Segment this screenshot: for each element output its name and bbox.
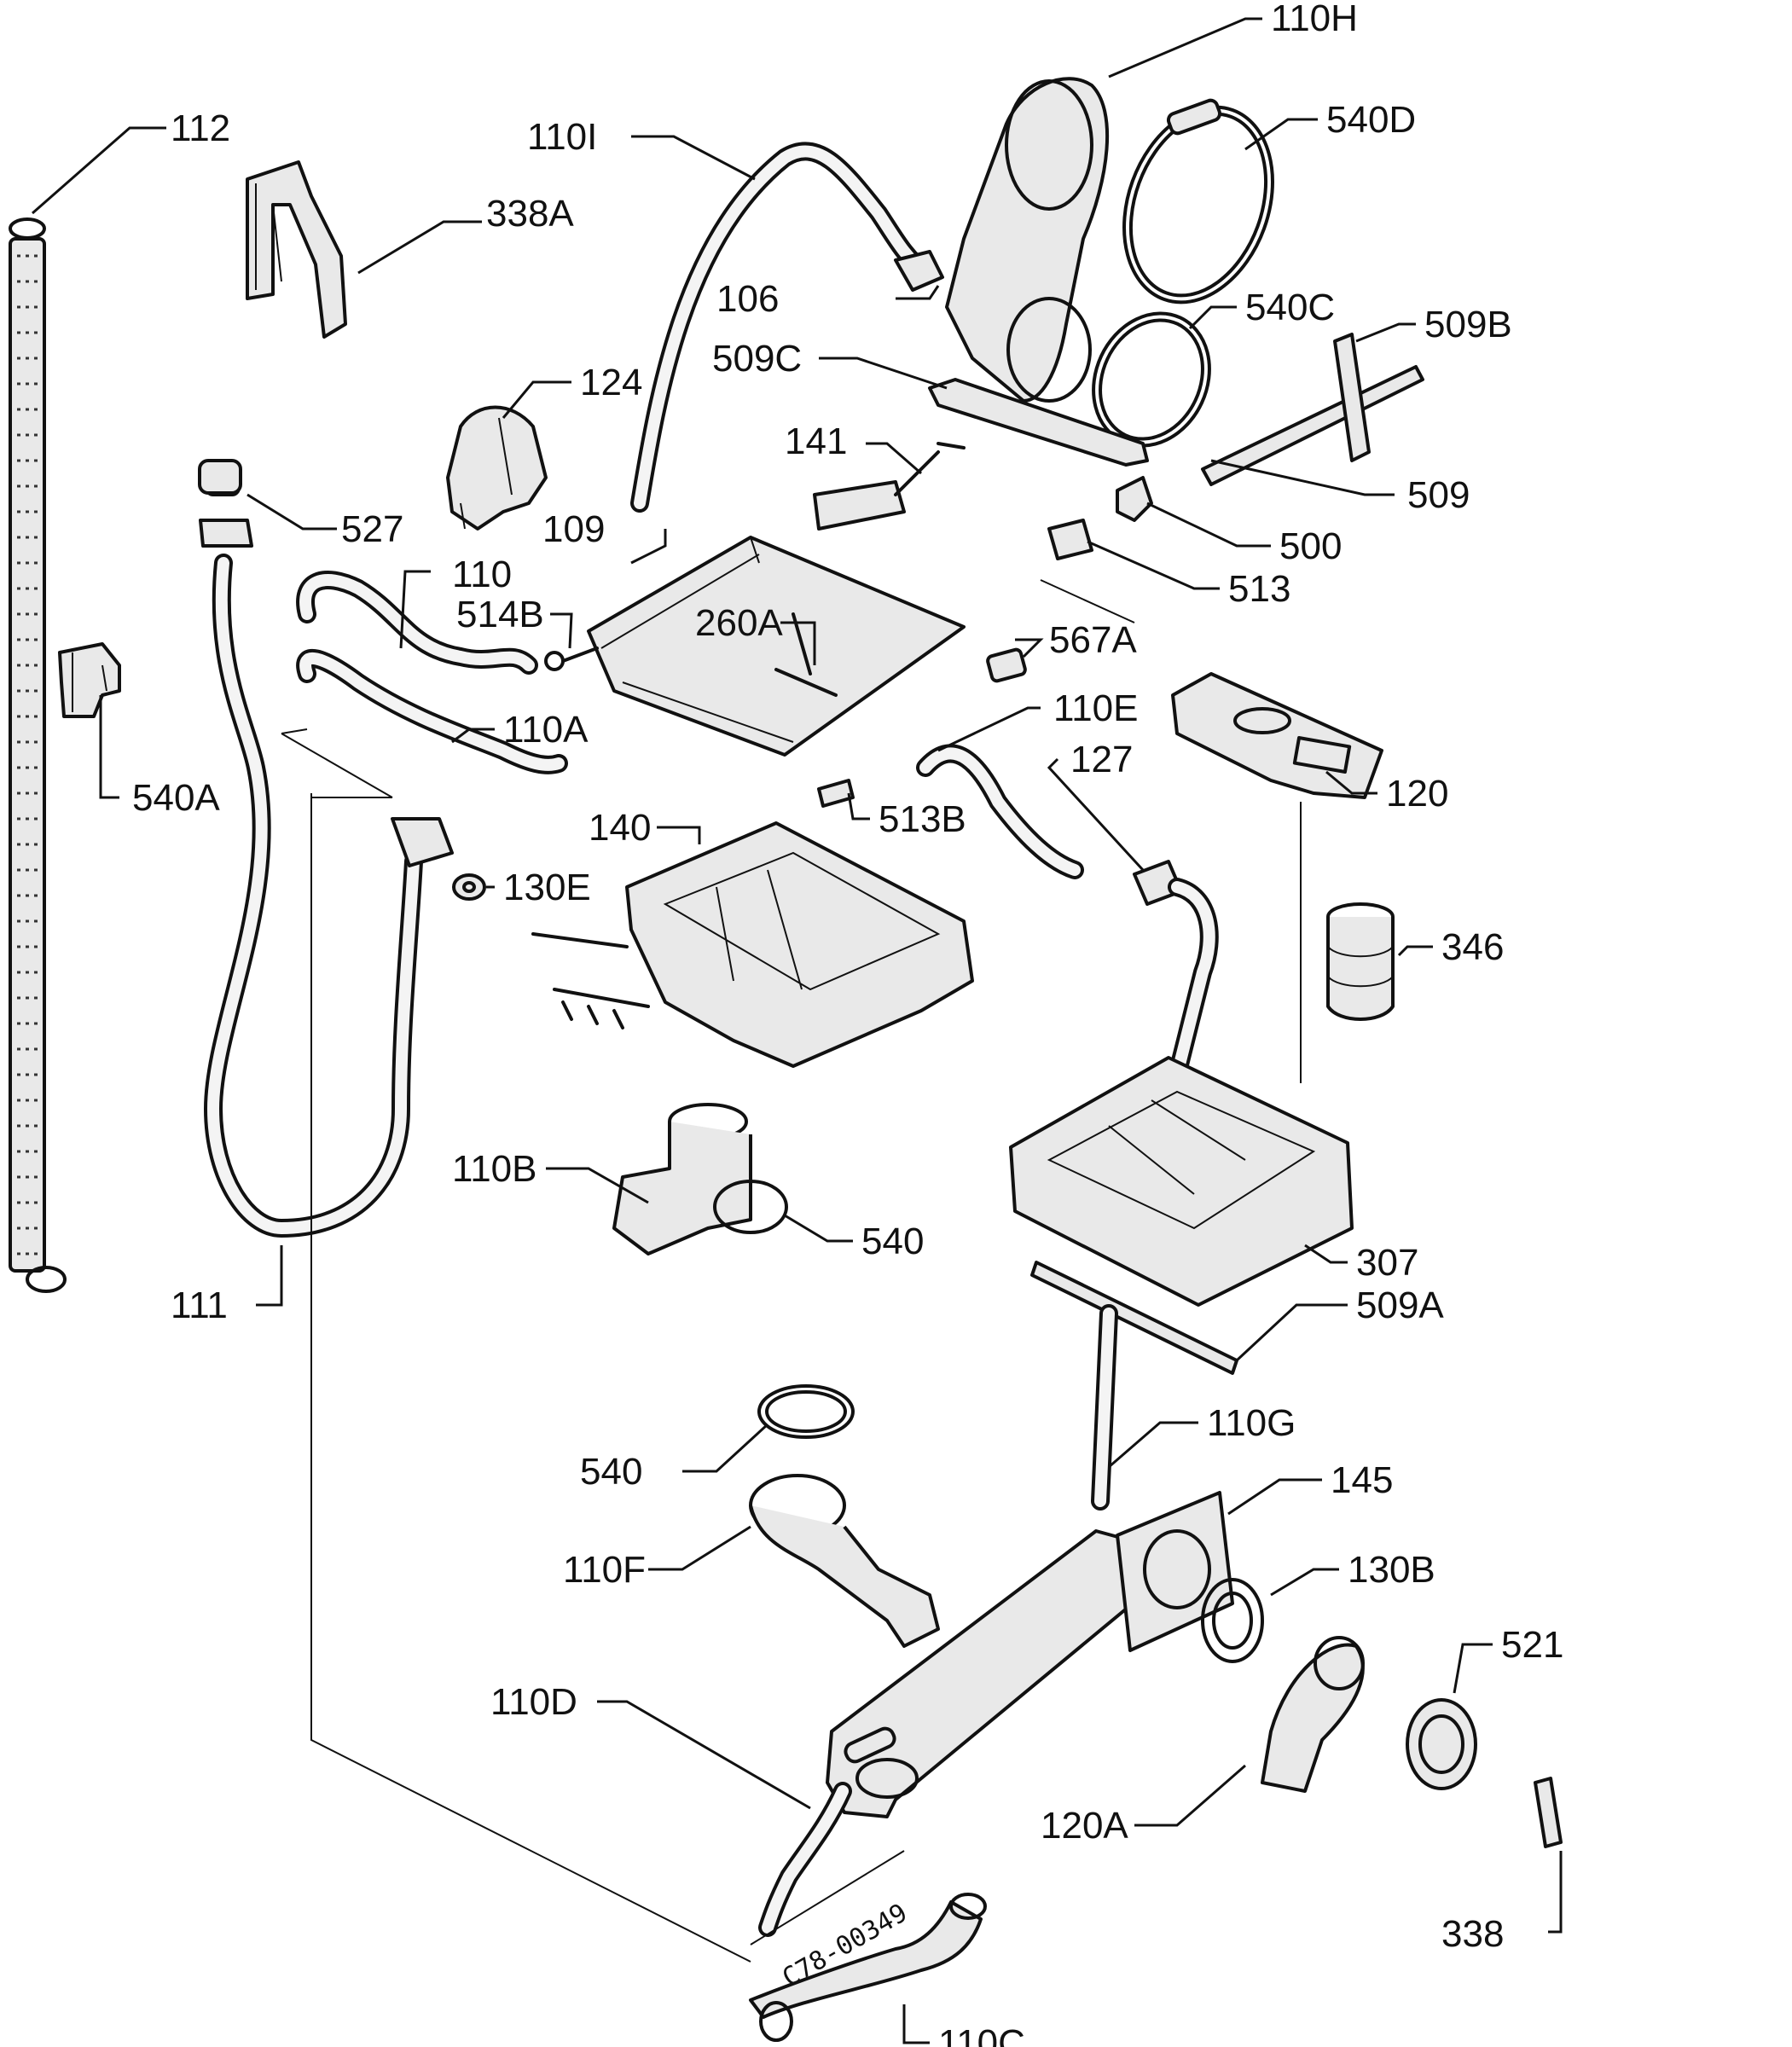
label-500: 500 bbox=[1279, 525, 1342, 567]
label-106: 106 bbox=[716, 278, 779, 320]
label-120a: 120A bbox=[1041, 1805, 1128, 1847]
part-inlet-hose-111 bbox=[199, 469, 454, 1238]
part-washer-130e bbox=[452, 873, 486, 901]
label-338: 338 bbox=[1441, 1913, 1504, 1955]
part-rod-509a bbox=[1030, 1261, 1238, 1375]
label-124: 124 bbox=[580, 362, 642, 403]
part-nut-527 bbox=[198, 459, 242, 495]
part-small-513b bbox=[817, 779, 855, 808]
label-130e: 130E bbox=[503, 867, 591, 908]
part-drain-hose-110c bbox=[749, 1893, 987, 2042]
part-clip-540a bbox=[58, 642, 121, 718]
label-509: 509 bbox=[1407, 474, 1470, 516]
label-110a: 110A bbox=[503, 709, 589, 751]
part-small-500-513 bbox=[1047, 476, 1153, 560]
part-rod-509 bbox=[1201, 333, 1424, 486]
label-110f: 110F bbox=[563, 1549, 646, 1591]
part-housing-110h bbox=[945, 77, 1110, 403]
part-sleeve-346 bbox=[1326, 902, 1395, 1021]
label-110i: 110I bbox=[527, 116, 597, 158]
label-140: 140 bbox=[589, 807, 651, 849]
label-338a: 338A bbox=[486, 193, 574, 235]
label-540-pump: 540 bbox=[861, 1221, 924, 1262]
part-hose-hook-338a bbox=[246, 160, 347, 339]
part-clamp-540 bbox=[757, 1384, 855, 1439]
label-112: 112 bbox=[171, 107, 230, 149]
part-clip-338 bbox=[1534, 1777, 1563, 1848]
part-dispenser-140 bbox=[531, 821, 974, 1068]
part-connector-127 bbox=[1133, 860, 1219, 1084]
label-540d: 540D bbox=[1326, 99, 1416, 141]
label-346: 346 bbox=[1441, 926, 1504, 968]
label-110b: 110B bbox=[452, 1148, 537, 1190]
label-509c: 509C bbox=[712, 338, 802, 380]
label-509a: 509A bbox=[1356, 1284, 1444, 1326]
part-hose-110i bbox=[630, 142, 944, 513]
part-sump-145 bbox=[826, 1491, 1234, 1818]
label-567a: 567A bbox=[1049, 619, 1137, 661]
label-110h: 110H bbox=[1271, 0, 1358, 39]
part-hose-110e bbox=[916, 744, 1084, 879]
label-145: 145 bbox=[1331, 1459, 1393, 1501]
label-110d: 110D bbox=[490, 1681, 577, 1723]
part-seal-567a bbox=[986, 647, 1027, 683]
part-handle-120 bbox=[1171, 672, 1383, 799]
part-funnel-110f bbox=[749, 1474, 940, 1648]
label-509b: 509B bbox=[1424, 304, 1512, 345]
part-elbow-110b bbox=[612, 1103, 788, 1255]
part-cover-124 bbox=[446, 405, 548, 531]
label-120: 120 bbox=[1386, 773, 1448, 815]
label-127: 127 bbox=[1070, 739, 1133, 780]
part-valve-141 bbox=[813, 442, 966, 531]
label-521: 521 bbox=[1501, 1624, 1563, 1666]
label-260a: 260A bbox=[695, 602, 783, 644]
part-hose-110d bbox=[758, 1782, 852, 1937]
label-141: 141 bbox=[785, 420, 847, 462]
assembly-reference-lines bbox=[281, 579, 1302, 1963]
part-clamp-540d bbox=[1122, 98, 1274, 304]
part-ring-130b bbox=[1201, 1578, 1264, 1663]
label-110e: 110E bbox=[1053, 687, 1139, 729]
label-540c: 540C bbox=[1245, 287, 1335, 328]
label-513b: 513B bbox=[879, 798, 966, 840]
label-110c: 110C bbox=[938, 2022, 1025, 2047]
label-540a: 540A bbox=[132, 777, 220, 819]
part-lever-509c bbox=[928, 378, 1149, 467]
part-corrugated-hose-112 bbox=[9, 217, 67, 1293]
label-307: 307 bbox=[1356, 1242, 1418, 1284]
label-110: 110 bbox=[452, 554, 512, 595]
label-540-clamp: 540 bbox=[580, 1451, 642, 1493]
part-hose-110g bbox=[1091, 1304, 1118, 1511]
part-filter-120a bbox=[1261, 1636, 1365, 1793]
label-514b: 514B bbox=[456, 594, 544, 635]
label-111: 111 bbox=[171, 1284, 228, 1326]
part-frame-109 bbox=[544, 536, 966, 757]
label-109: 109 bbox=[542, 508, 605, 550]
label-527: 527 bbox=[341, 508, 403, 550]
label-110g: 110G bbox=[1207, 1402, 1296, 1444]
part-cap-521 bbox=[1406, 1698, 1477, 1790]
label-513: 513 bbox=[1228, 568, 1290, 610]
leader-lines bbox=[32, 17, 1563, 2044]
part-drawer-307 bbox=[1009, 1056, 1354, 1307]
label-130b: 130B bbox=[1348, 1549, 1435, 1591]
